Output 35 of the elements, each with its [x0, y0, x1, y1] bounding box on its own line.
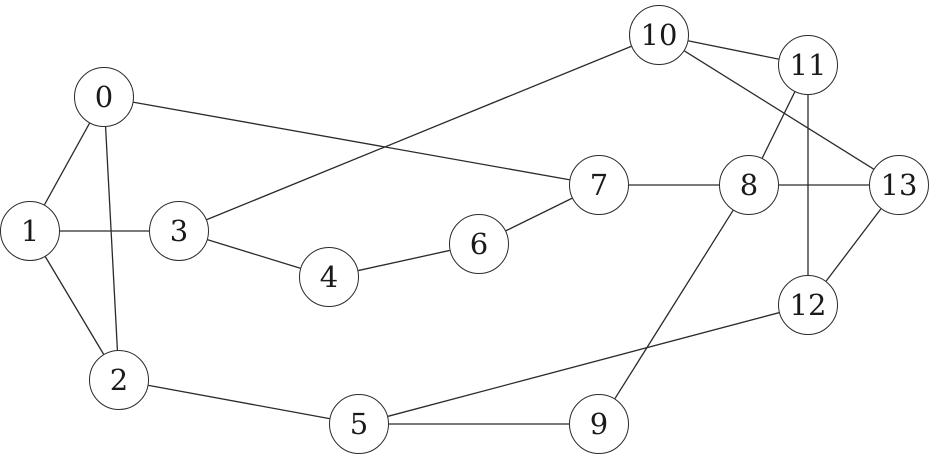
- edge-line: [629, 184, 719, 186]
- edge-line: [44, 122, 90, 206]
- edge-line: [762, 92, 796, 158]
- edge-line: [133, 102, 570, 180]
- node-number: 1: [20, 216, 40, 246]
- edge-line: [358, 250, 450, 272]
- edge-line: [104, 126, 118, 350]
- edge-line: [779, 184, 869, 186]
- node-number: 12: [790, 290, 826, 320]
- edge-line: [389, 423, 569, 425]
- node-number: 11: [790, 50, 826, 80]
- edge-line: [684, 50, 874, 170]
- node-number: 6: [470, 230, 488, 258]
- edge-line: [688, 40, 779, 60]
- node-number: 5: [350, 410, 368, 438]
- node-number: 10: [640, 20, 678, 50]
- node-number: 9: [590, 410, 608, 438]
- edge-line: [388, 312, 780, 417]
- node-circle: [0, 201, 60, 261]
- edge-line: [614, 210, 734, 399]
- node-number: 4: [320, 262, 338, 292]
- edge-line: [60, 230, 149, 232]
- node-number: 2: [110, 366, 128, 394]
- edge-line: [206, 46, 632, 220]
- node-number: 7: [590, 170, 608, 200]
- edge-line: [44, 256, 104, 355]
- edge-line: [207, 239, 301, 269]
- node-number: 13: [880, 170, 918, 200]
- node-number: 0: [94, 82, 114, 112]
- node-number: 8: [740, 170, 758, 200]
- edge-line: [826, 208, 882, 282]
- edge-line: [148, 384, 330, 420]
- edge-line: [506, 198, 572, 232]
- edge-line: [807, 95, 809, 275]
- node-number: 3: [170, 216, 188, 246]
